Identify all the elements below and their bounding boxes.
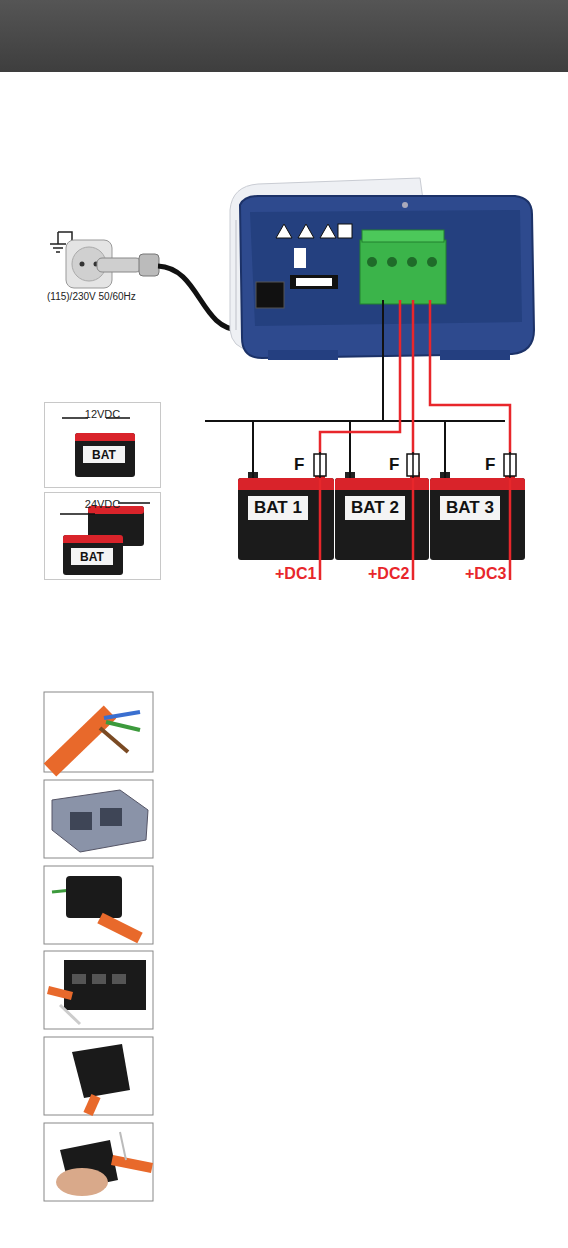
battery: BAT (75, 433, 135, 477)
photo-cable (50, 712, 140, 770)
battery-label: BAT 1 (248, 496, 308, 520)
inset-battery (60, 418, 150, 546)
inset-heading: 12VDC (45, 408, 160, 420)
photo-hand (56, 1132, 152, 1196)
battery-name: BAT (92, 448, 116, 462)
voltage-inset: 24VDC BAT (44, 492, 161, 580)
output-label: +DC1 (275, 565, 316, 583)
voltage-inset: 12VDC BAT (44, 402, 161, 488)
fuse-label: F (389, 455, 399, 475)
battery-lid (63, 535, 123, 543)
battery-name: BAT (80, 550, 104, 564)
photo-plug (72, 1044, 130, 1114)
battery-label: BAT (71, 548, 113, 565)
battery-lid (238, 478, 334, 490)
battery: BAT 1 (238, 478, 334, 560)
battery-name: BAT 2 (351, 498, 399, 518)
inset-heading: 24VDC (45, 498, 160, 510)
fuse-symbol (314, 454, 516, 476)
battery-label: BAT 3 (440, 496, 500, 520)
fuse-label: F (294, 455, 304, 475)
header-bar (0, 0, 568, 72)
negative-wire (350, 421, 445, 478)
battery-lid (335, 478, 429, 490)
negative-wire (253, 421, 350, 478)
output-label: +DC2 (368, 565, 409, 583)
socket (50, 232, 159, 288)
photo-grey-connector (52, 790, 148, 852)
battery-label: BAT 2 (345, 496, 405, 520)
battery-lid (75, 433, 135, 441)
photo-terminal-top (48, 960, 146, 1024)
battery-name: BAT 1 (254, 498, 302, 518)
battery: BAT 2 (335, 478, 429, 560)
battery: BAT (63, 535, 123, 575)
output-label: +DC3 (465, 565, 506, 583)
supply-voltage: (115)/230V 50/60Hz (47, 291, 136, 302)
assembly-photos (44, 692, 153, 1201)
photo-black-connector (52, 876, 140, 938)
fuse-label: F (485, 455, 495, 475)
negative-bus (205, 300, 505, 421)
battery-label: BAT (83, 446, 125, 463)
battery: BAT 3 (430, 478, 525, 560)
battery-lid (430, 478, 525, 490)
battery-name: BAT 3 (446, 498, 494, 518)
